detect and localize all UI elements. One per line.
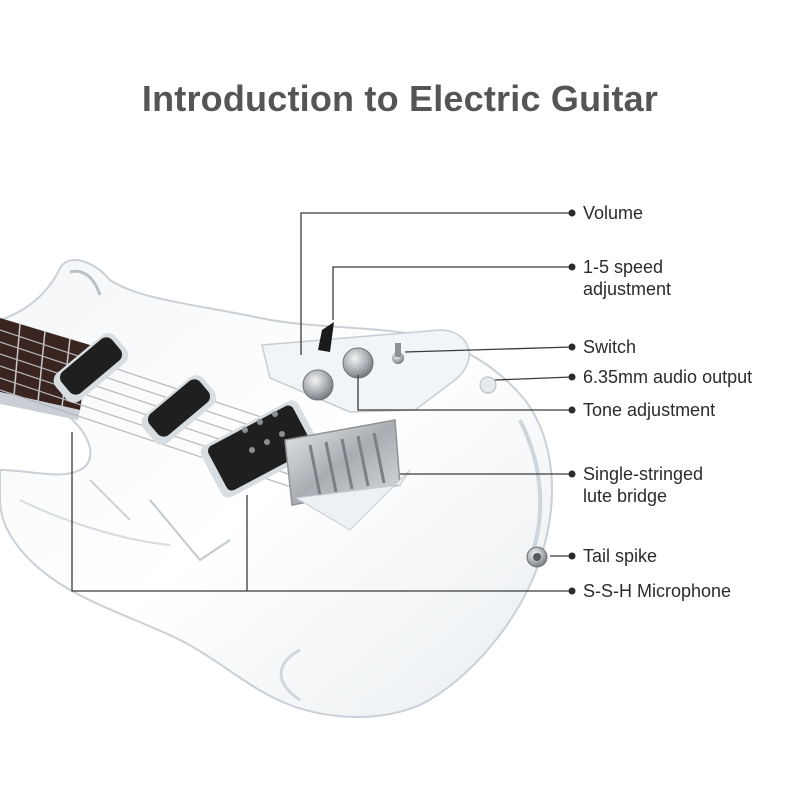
bridge xyxy=(284,419,411,531)
leader-tone xyxy=(357,375,572,411)
neck-pickup xyxy=(53,333,129,403)
toggle-switch xyxy=(392,343,404,364)
tone-knob xyxy=(342,347,374,379)
label-volume: Volume xyxy=(583,203,644,223)
guitar-body xyxy=(0,259,553,718)
leader-switch xyxy=(404,346,573,353)
tail-spike xyxy=(526,546,548,568)
label-tone-adjustment: Tone adjustment xyxy=(583,400,716,420)
label-bridge-line-1: Single-stringed xyxy=(583,464,704,484)
page-title: Introduction to Electric Guitar xyxy=(141,78,659,119)
leader-output xyxy=(494,376,573,381)
label-speed-line-2: adjustment xyxy=(583,279,672,299)
leader-microphone xyxy=(71,432,572,592)
label-speed-line-1: 1-5 speed xyxy=(583,257,664,277)
leader-lines xyxy=(71,212,573,592)
label-bridge: Single-stringed lute bridge xyxy=(583,463,703,507)
label-switch: Switch xyxy=(583,337,637,357)
selector-switch xyxy=(318,322,334,352)
label-tail-spike: Tail spike xyxy=(583,546,658,566)
label-microphone: S-S-H Microphone xyxy=(583,581,732,601)
middle-pickup xyxy=(141,375,217,445)
label-audio-output: 6.35mm audio output xyxy=(583,367,753,387)
output-jack xyxy=(479,376,497,394)
bridge-pickup xyxy=(200,400,320,498)
leader-dots xyxy=(568,209,576,595)
label-bridge-line-2: lute bridge xyxy=(583,486,668,506)
volume-knob xyxy=(302,369,334,401)
leader-volume xyxy=(300,212,572,355)
leader-speed xyxy=(332,266,572,320)
label-speed-adjustment: 1-5 speed adjustment xyxy=(583,256,671,300)
